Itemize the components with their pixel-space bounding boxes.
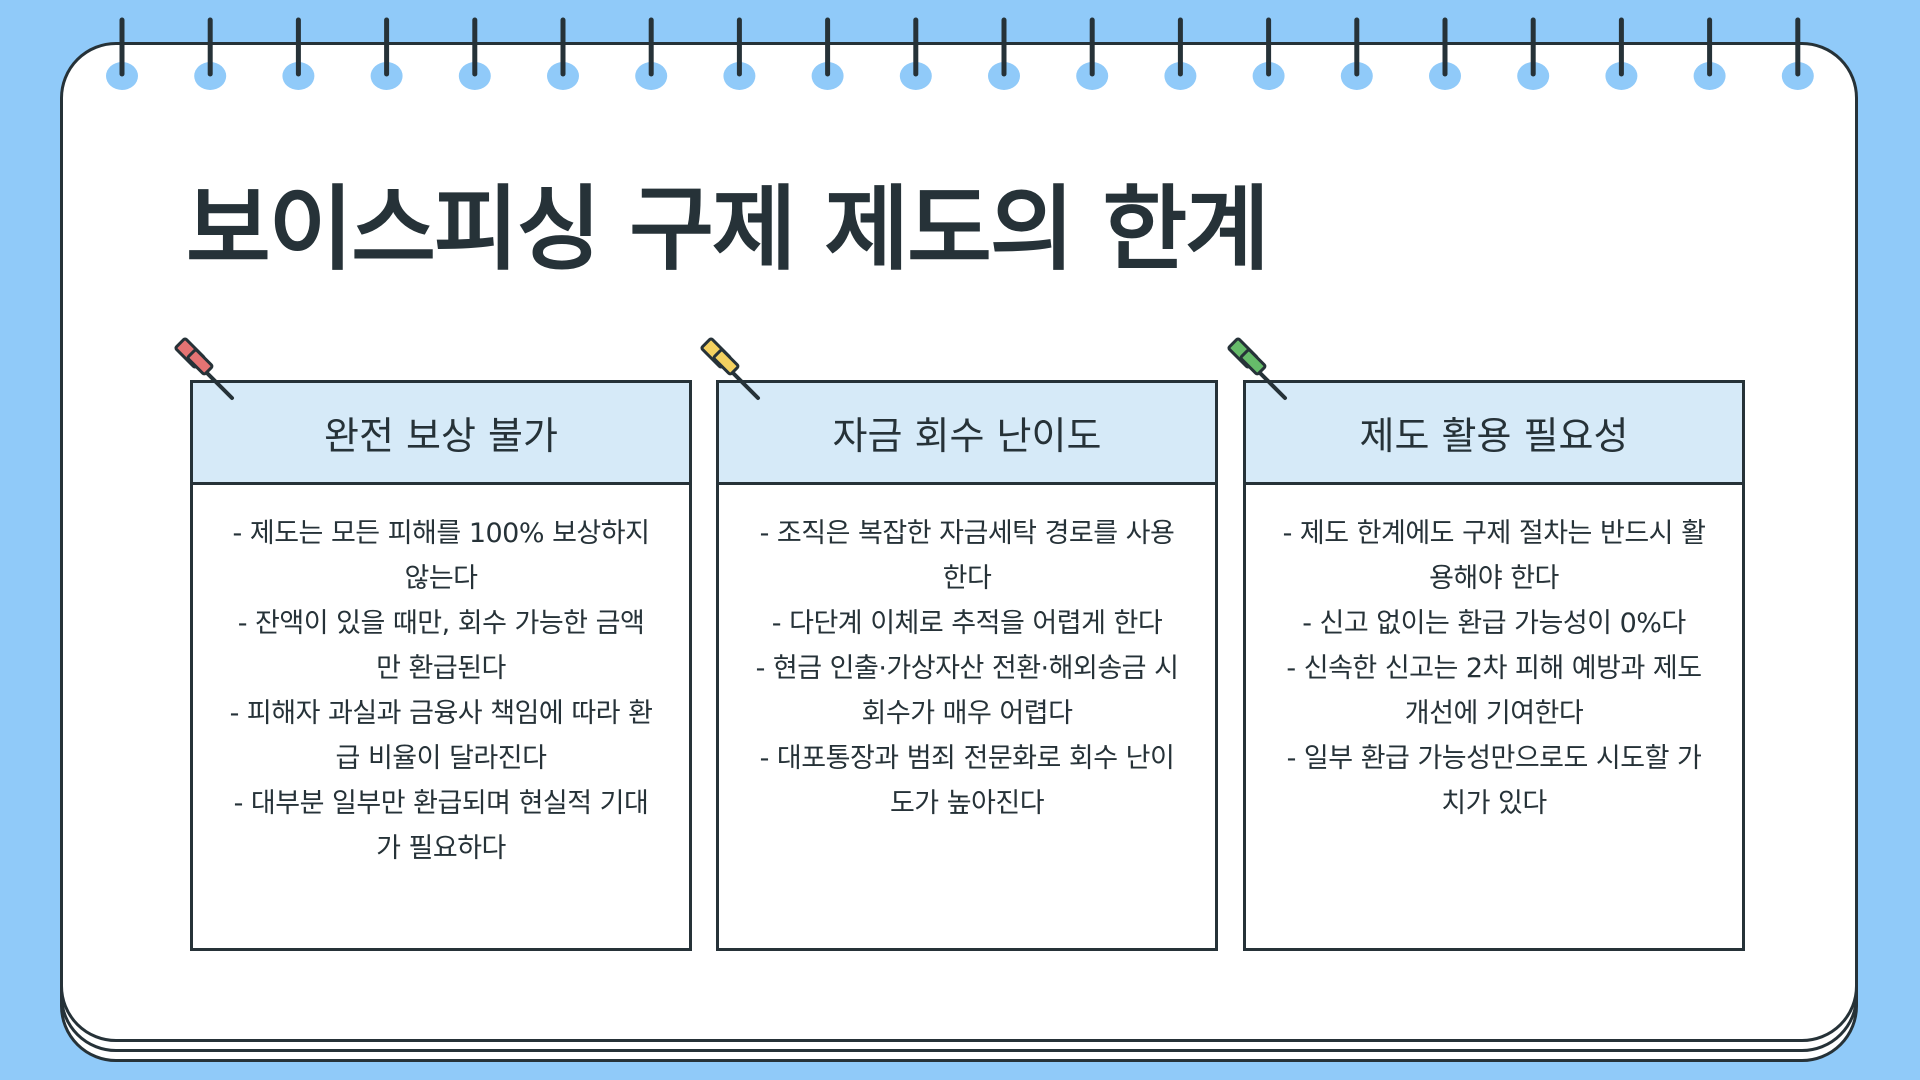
card-body: - 조직은 복잡한 자금세탁 경로를 사용한다 - 다단계 이체로 추적을 어렵… <box>719 485 1215 826</box>
spiral-ring <box>1252 17 1285 90</box>
pushpin-yellow-icon <box>700 337 760 400</box>
spiral-rings <box>106 17 1814 90</box>
spiral-ring <box>1517 17 1550 90</box>
card-line: - 잔액이 있을 때만, 회수 가능한 금액만 환급된다 <box>237 608 645 684</box>
spiral-ring <box>899 17 932 90</box>
card-fund-recovery: 자금 회수 난이도 - 조직은 복잡한 자금세탁 경로를 사용한다 - 다단계 … <box>716 380 1218 951</box>
card-line: - 피해자 과실과 금융사 책임에 따라 환급 비율이 달라진다 <box>229 698 653 774</box>
pushpin-green-icon <box>1227 337 1287 400</box>
card-line: - 조직은 복잡한 자금세탁 경로를 사용한다 <box>759 518 1175 594</box>
card-line: - 대부분 일부만 환급되며 현실적 기대가 필요하다 <box>233 788 649 864</box>
spiral-ring <box>811 17 844 90</box>
card-title: 자금 회수 난이도 <box>832 414 1102 458</box>
card-line: - 신고 없이는 환급 가능성이 0%다 <box>1302 608 1686 639</box>
spiral-ring <box>458 17 491 90</box>
spiral-ring <box>1076 17 1109 90</box>
card-complete-compensation: 완전 보상 불가 - 제도는 모든 피해를 100% 보상하지 않는다 - 잔액… <box>190 380 692 951</box>
spiral-ring <box>1429 17 1461 90</box>
card-body: - 제도는 모든 피해를 100% 보상하지 않는다 - 잔액이 있을 때만, … <box>193 485 689 871</box>
pushpin-red-icon <box>174 337 234 400</box>
card-header: 제도 활용 필요성 <box>1246 383 1742 485</box>
card-line: - 신속한 신고는 2차 피해 예방과 제도 개선에 기여한다 <box>1286 653 1702 729</box>
slide-title: 보이스피싱 구제 제도의 한계 <box>186 176 1270 283</box>
spiral-ring <box>547 17 579 90</box>
spiral-ring <box>988 17 1020 90</box>
card-line: - 일부 환급 가능성만으로도 시도할 가치가 있다 <box>1286 743 1702 819</box>
spiral-ring <box>723 17 756 90</box>
card-header: 완전 보상 불가 <box>193 383 689 485</box>
spiral-ring <box>194 17 227 90</box>
card-line: - 다단계 이체로 추적을 어렵게 한다 <box>771 608 1163 639</box>
card-line: - 제도 한계에도 구제 절차는 반드시 활용해야 한다 <box>1282 518 1706 594</box>
spiral-ring <box>370 17 403 90</box>
spiral-ring <box>1340 17 1373 90</box>
card-line: - 제도는 모든 피해를 100% 보상하지 않는다 <box>232 518 650 594</box>
spiral-ring <box>635 17 668 90</box>
spiral-ring <box>106 17 138 90</box>
card-body: - 제도 한계에도 구제 절차는 반드시 활용해야 한다 - 신고 없이는 환급… <box>1246 485 1742 826</box>
spiral-ring <box>1605 17 1638 90</box>
card-header: 자금 회수 난이도 <box>719 383 1215 485</box>
spiral-ring <box>1164 17 1197 90</box>
card-title: 완전 보상 불가 <box>324 414 558 458</box>
spiral-ring <box>1693 17 1726 90</box>
card-line: - 현금 인출·가상자산 전환·해외송금 시 회수가 매우 어렵다 <box>755 653 1179 729</box>
card-line: - 대포통장과 범죄 전문화로 회수 난이도가 높아진다 <box>759 743 1175 819</box>
spiral-ring <box>282 17 315 90</box>
spiral-ring <box>1781 17 1814 90</box>
card-system-usage: 제도 활용 필요성 - 제도 한계에도 구제 절차는 반드시 활용해야 한다 -… <box>1243 380 1745 951</box>
card-title: 제도 활용 필요성 <box>1359 414 1629 458</box>
